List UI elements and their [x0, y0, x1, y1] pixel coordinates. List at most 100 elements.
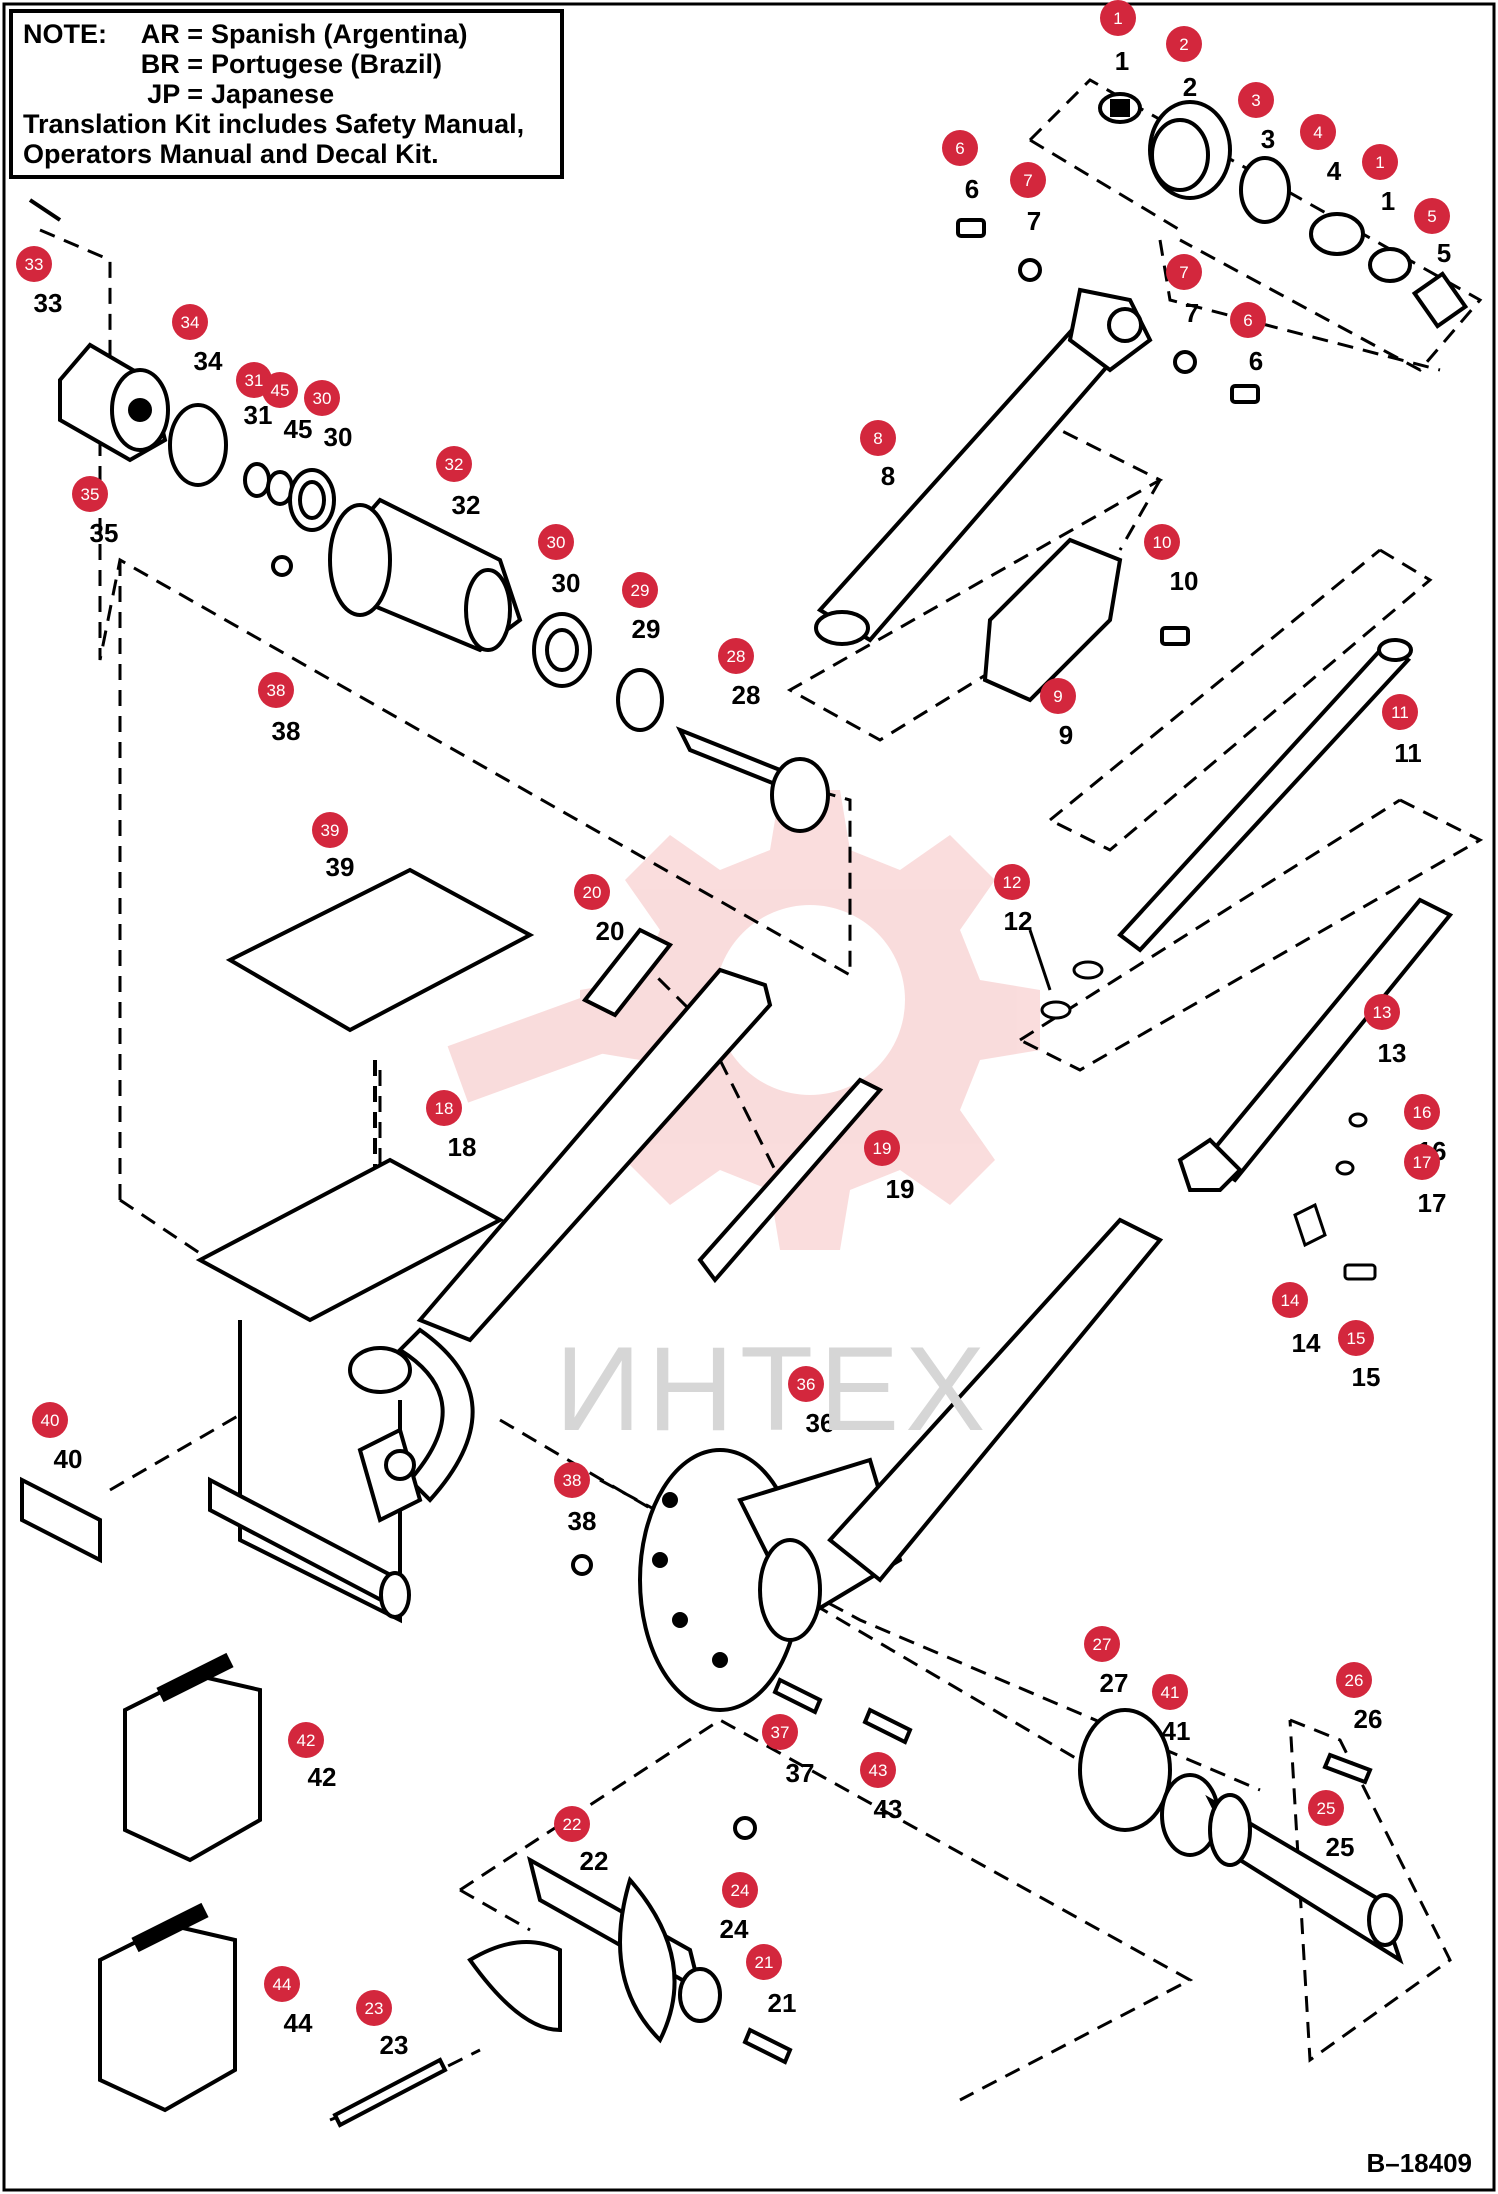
callout-marker-number: 31: [245, 371, 264, 390]
callout-label: 11: [1394, 738, 1422, 768]
leader-dashed: [1049, 548, 1381, 822]
callout-14: 14 14: [1272, 1282, 1321, 1358]
callout-marker-number: 20: [583, 883, 602, 902]
callout-marker-number: 30: [313, 389, 332, 408]
callout-label: 39: [326, 852, 355, 882]
callout-marker-number: 29: [631, 581, 650, 600]
callout-label: 24: [720, 1914, 749, 1944]
part-seals-31-30: [168, 403, 336, 532]
callout-marker-number: 12: [1003, 873, 1022, 892]
callout-marker-number: 15: [1347, 1329, 1366, 1348]
leader-dashed: [1158, 239, 1441, 372]
callout-marker: [1152, 1674, 1188, 1710]
callout-marker-number: 40: [41, 1411, 60, 1430]
callout-marker: [1230, 302, 1266, 338]
kit-line-1: Translation Kit includes Safety Manual,: [23, 109, 525, 139]
callout-label: 12: [1004, 906, 1033, 936]
callout-marker-number: 34: [181, 313, 200, 332]
language-name: Spanish (Argentina): [211, 19, 468, 49]
watermark-gear-icon: [447, 790, 1040, 1250]
callout-marker-number: 1: [1113, 9, 1122, 28]
callout-label: 36: [806, 1408, 835, 1438]
callout-39: 39 39: [312, 812, 354, 882]
callout-marker-number: 39: [321, 821, 340, 840]
callout-label: 25: [1326, 1832, 1355, 1862]
callout-marker: [622, 572, 658, 608]
callout-label: 7: [1185, 298, 1199, 328]
callout-label: 23: [380, 2030, 409, 2060]
callout-1b: 11: [1362, 144, 1398, 216]
leader-dashed: [1019, 798, 1484, 1072]
callout-marker: [994, 864, 1030, 900]
callout-label: 10: [1170, 566, 1199, 596]
callout-marker-number: 35: [81, 485, 100, 504]
callout-marker: [1084, 1626, 1120, 1662]
callout-marker: [746, 1944, 782, 1980]
callout-marker-number: 9: [1053, 687, 1062, 706]
callout-label: 1: [1115, 46, 1129, 76]
callout-marker-number: 26: [1345, 1671, 1364, 1690]
callout-38b: 38 38: [554, 1462, 596, 1536]
callout-marker: [312, 812, 348, 848]
part-pins-12: [1028, 929, 1104, 1020]
callout-marker: [942, 130, 978, 166]
callout-marker-number: 30: [547, 533, 566, 552]
callout-marker-number: 11: [1391, 703, 1409, 722]
callout-4: 44: [1300, 114, 1342, 186]
part-arm-36: [571, 1217, 1164, 1712]
callout-label: 34: [194, 346, 223, 376]
callout-marker-number: 27: [1093, 1635, 1112, 1654]
callout-marker-number: 6: [1243, 311, 1252, 330]
callout-marker: [1362, 144, 1398, 180]
part-small-hardware: [1293, 1112, 1377, 1281]
callout-12: 12 12: [994, 864, 1032, 936]
callout-marker-number: 8: [873, 429, 882, 448]
callout-marker-number: 14: [1281, 1291, 1300, 1310]
callout-9: 99: [1040, 678, 1076, 750]
callout-marker-number: 38: [563, 1471, 582, 1490]
callout-label: 38: [272, 716, 301, 746]
callout-marker: [718, 638, 754, 674]
callout-label: 31: [244, 400, 273, 430]
callout-marker: [356, 1990, 392, 2026]
callout-2: 22: [1166, 26, 1202, 102]
callout-label: 14: [1292, 1328, 1321, 1358]
leader-dashed: [459, 1888, 531, 1932]
callout-label: 17: [1418, 1188, 1447, 1218]
callout-marker-number: 45: [271, 381, 290, 400]
part-bolts-top: [956, 218, 1260, 404]
callout-marker-number: 7: [1023, 171, 1032, 190]
part-shaft-28: [675, 726, 830, 833]
callout-marker-number: 25: [1317, 1799, 1336, 1818]
callout-marker: [762, 1714, 798, 1750]
language-code: JP =: [147, 79, 203, 109]
callout-marker-number: 19: [873, 1139, 892, 1158]
leader-dashed: [1049, 548, 1433, 852]
callout-marker: [1272, 1282, 1308, 1318]
callout-label: 38: [568, 1506, 597, 1536]
kit-line-2: Operators Manual and Decal Kit.: [23, 139, 439, 169]
callout-marker: [860, 1752, 896, 1788]
part-decal-19: [697, 1077, 884, 1284]
language-name: Japanese: [211, 79, 335, 109]
leader-dashed: [39, 228, 112, 360]
part-block-10: [982, 537, 1190, 703]
part-shaft-11: [1117, 638, 1413, 953]
callout-marker-number: 17: [1413, 1153, 1432, 1172]
callout-marker-number: 42: [297, 1731, 316, 1750]
part-box-42: [123, 1652, 262, 1863]
callout-label: 26: [1354, 1704, 1383, 1734]
